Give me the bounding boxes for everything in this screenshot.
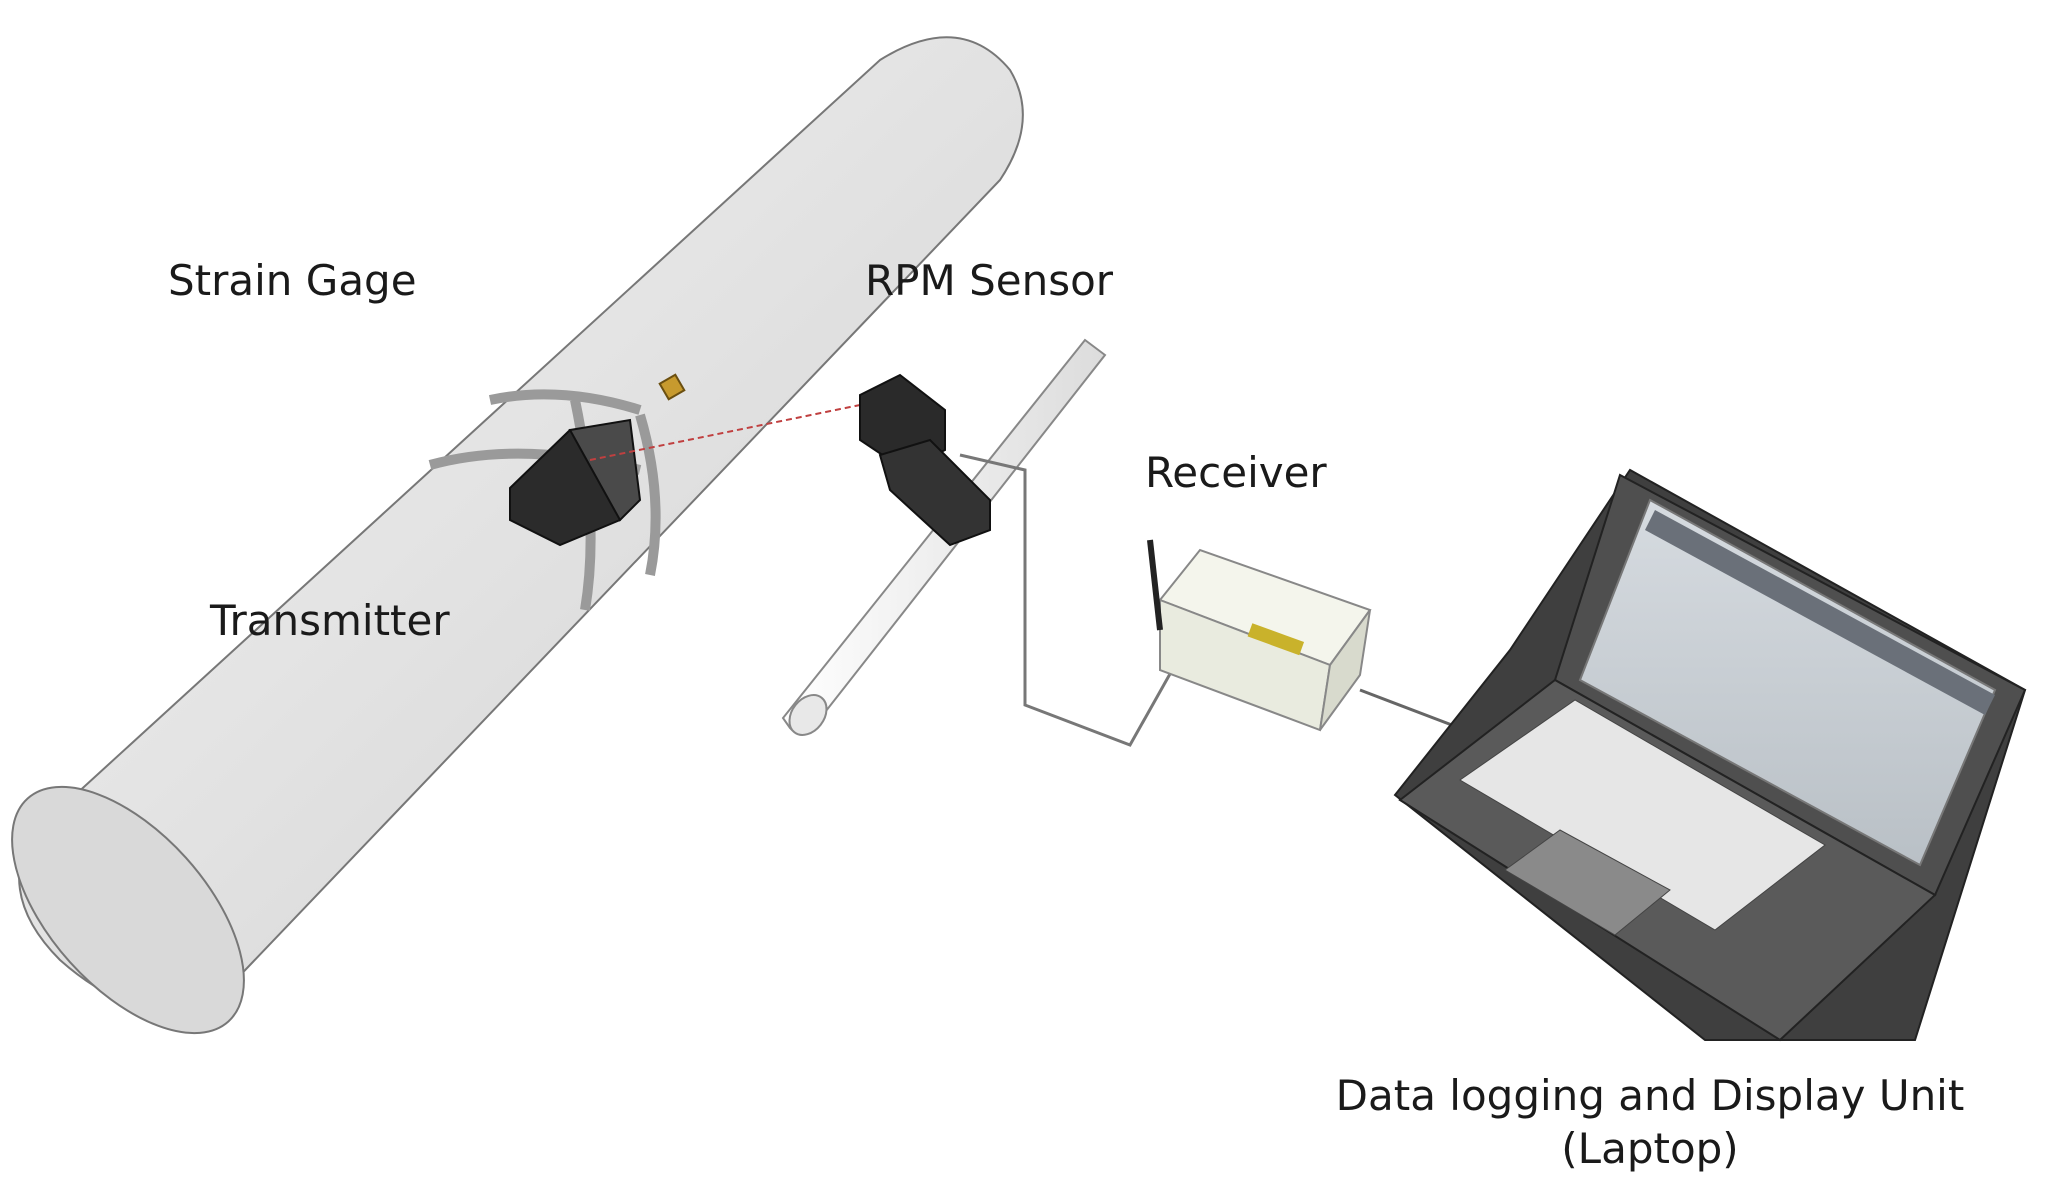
shaft xyxy=(11,36,1024,1035)
laptop-label-line1: Data logging and Display Unit xyxy=(1335,1071,1965,1120)
laptop-touchpad xyxy=(1504,829,1671,936)
laptop-label-line2: (Laptop) xyxy=(1561,1123,1739,1173)
strain-gage xyxy=(658,373,686,401)
antenna-icon xyxy=(1147,539,1163,631)
laptop-cable xyxy=(1359,688,1466,732)
signal-line xyxy=(589,404,861,461)
laptop-label: Data logging and Display Unit (Laptop) xyxy=(1300,1070,2000,1175)
rpm-sensor-device xyxy=(859,373,991,547)
laptop-screen xyxy=(1578,498,1997,867)
shaft-end-face xyxy=(11,785,245,1035)
receiver-label-sticker xyxy=(1247,623,1305,656)
strain-gage-label: Strain Gage xyxy=(168,256,417,305)
transmitter-label: Transmitter xyxy=(210,596,450,645)
rpm-sensor-label: RPM Sensor xyxy=(865,256,1114,305)
laptop xyxy=(1393,468,2027,1042)
sensor-rod xyxy=(781,338,1107,736)
receiver-device xyxy=(1147,539,1372,732)
receiver-label: Receiver xyxy=(1145,448,1327,497)
sensor-cable xyxy=(959,453,1177,747)
